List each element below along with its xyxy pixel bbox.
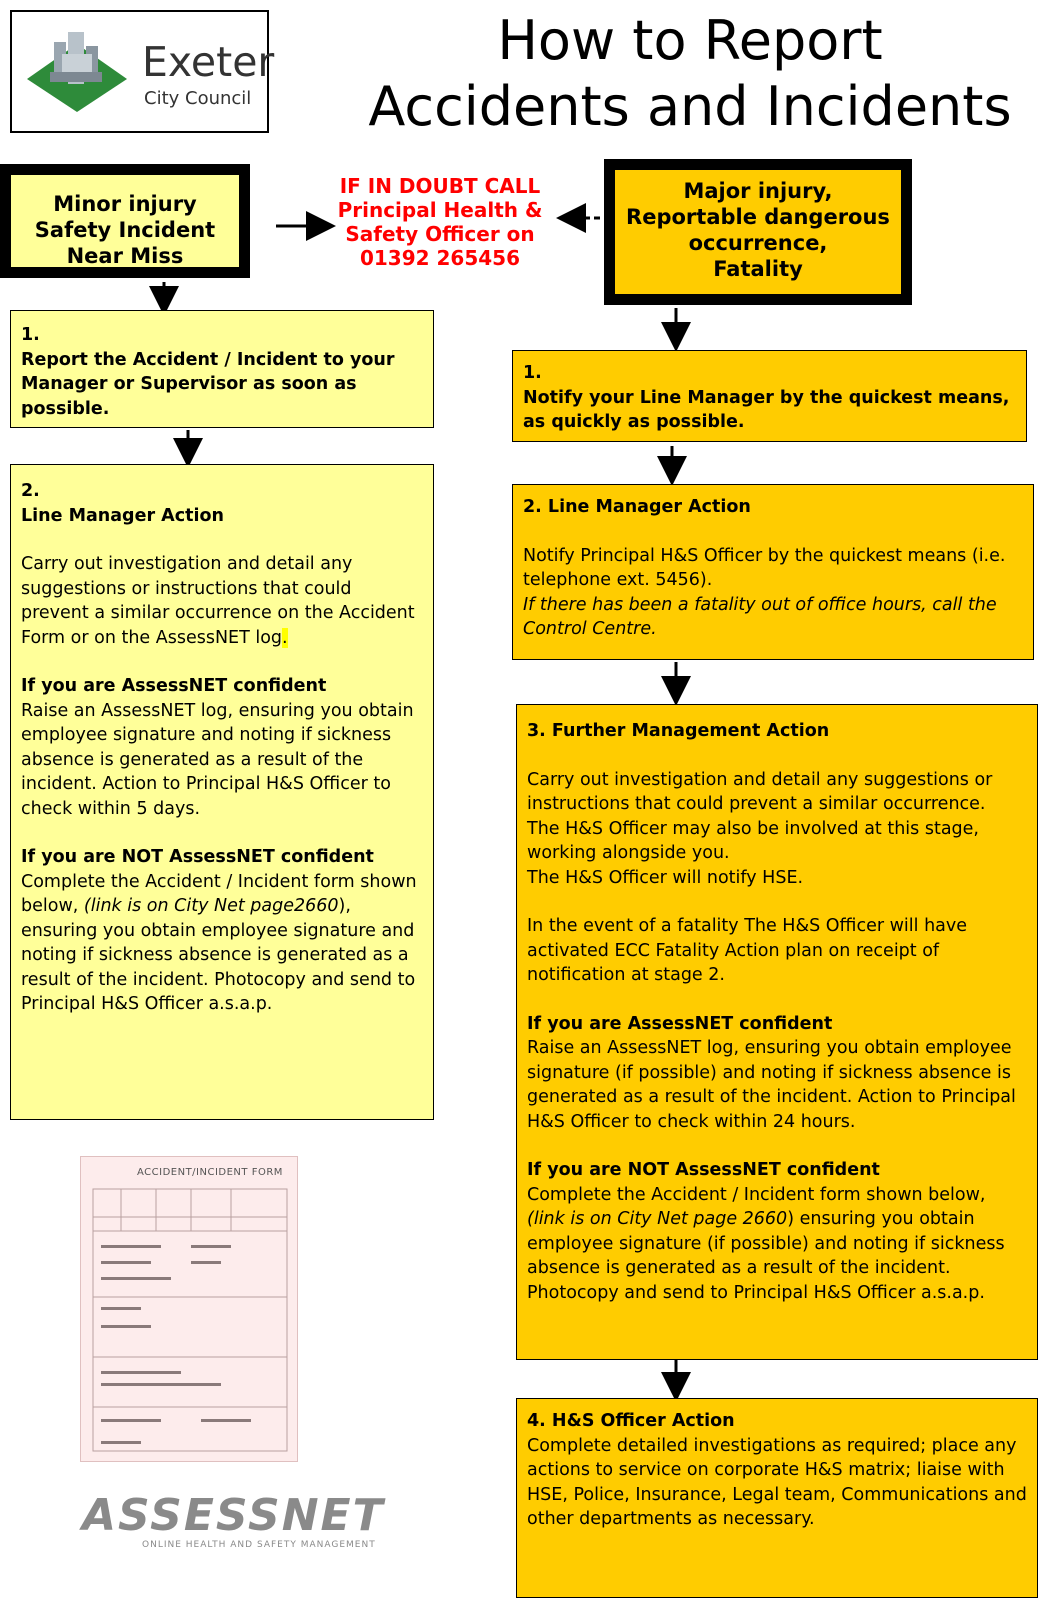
right-step-3-para1: Carry out investigation and detail any s…: [527, 769, 993, 815]
logo-word-exeter: Exeter: [142, 38, 275, 86]
left-confident-heading: If you are AssessNET confident: [21, 676, 327, 696]
right-confident-text: Raise an AssessNET log, ensuring you obt…: [527, 1038, 1016, 1132]
right-step-2-heading: 2. Line Manager Action: [523, 497, 751, 517]
right-step-3-box: 3. Further Management Action Carry out i…: [516, 704, 1038, 1360]
left-confident-text: Raise an AssessNET log, ensuring you obt…: [21, 700, 414, 819]
right-step-3-heading: 3. Further Management Action: [527, 721, 830, 741]
left-not-confident-heading: If you are NOT AssessNET confident: [21, 847, 374, 867]
left-step-2-heading: Line Manager Action: [21, 505, 224, 526]
form-thumbnail-title: ACCIDENT/INCIDENT FORM: [137, 1167, 283, 1178]
major-line-4: Fatality: [713, 257, 803, 281]
building-logo-icon: [27, 32, 127, 112]
right-step-4-text: Complete detailed investigations as requ…: [527, 1435, 1027, 1530]
exeter-logo: Exeter City Council: [10, 10, 274, 133]
city-net-link[interactable]: (link is on City Net page 2660: [527, 1209, 788, 1229]
right-not-confident-text: Complete the Accident / Incident form sh…: [527, 1184, 1005, 1303]
major-line-2: Reportable dangerous: [626, 205, 890, 229]
right-step-2-box: 2. Line Manager Action Notify Principal …: [512, 484, 1034, 660]
left-step-2-number: 2.: [21, 481, 40, 501]
minor-line-3: Near Miss: [66, 244, 184, 268]
right-step-1-number: 1.: [523, 363, 542, 383]
assessnet-logo: ASSESSNET ONLINE HEALTH AND SAFETY MANAG…: [82, 1490, 502, 1560]
right-step-2-text: Notify Principal H&S Officer by the quic…: [523, 545, 1006, 591]
title-line-2: Accidents and Incidents: [368, 75, 1012, 138]
doubt-line-1: IF IN DOUBT CALL: [339, 174, 541, 198]
city-net-link[interactable]: (link is on City Net page2660: [83, 896, 339, 916]
doubt-line-2: Principal Health &: [337, 198, 543, 222]
accident-form-thumbnail: ACCIDENT/INCIDENT FORM: [80, 1156, 298, 1462]
assessnet-brand: ASSESSNET: [82, 1490, 385, 1541]
minor-injury-box: Minor injury Safety Incident Near Miss: [0, 164, 250, 278]
minor-line-2: Safety Incident: [34, 218, 216, 242]
right-step-1-box: 1. Notify your Line Manager by the quick…: [512, 350, 1027, 442]
page-title: How to Report Accidents and Incidents: [330, 8, 1050, 140]
right-step-3-para3: The H&S Officer will notify HSE.: [527, 867, 804, 888]
right-step-2-italic: If there has been a fatality out of offi…: [523, 594, 997, 640]
right-confident-heading: If you are AssessNET confident: [527, 1013, 833, 1034]
right-step-3-para4: In the event of a fatality The H&S Offic…: [527, 916, 968, 985]
doubt-line-3: Safety Officer on: [345, 222, 535, 246]
right-step-3-para2: The H&S Officer may also be involved at …: [527, 818, 979, 864]
major-injury-box: Major injury, Reportable dangerous occur…: [604, 159, 912, 305]
left-step-1-number: 1.: [21, 325, 40, 345]
right-step-4-box: 4. H&S Officer Action Complete detailed …: [516, 1398, 1038, 1598]
right-step-4-heading: 4. H&S Officer Action: [527, 1411, 735, 1431]
left-step-1-text: Report the Accident / Incident to your M…: [21, 349, 395, 419]
assessnet-tagline: ONLINE HEALTH AND SAFETY MANAGEMENT: [142, 1540, 376, 1550]
right-not-confident-heading: If you are NOT AssessNET confident: [527, 1160, 880, 1180]
title-line-1: How to Report: [497, 9, 883, 72]
left-step-2-box: 2. Line Manager Action Carry out investi…: [10, 464, 434, 1120]
minor-line-1: Minor injury: [53, 192, 197, 216]
logo-word-city-council: City Council: [144, 88, 252, 109]
left-step-2-para1: Carry out investigation and detail any s…: [21, 554, 415, 648]
right-step-1-text: Notify your Line Manager by the quickest…: [523, 387, 1010, 433]
left-not-confident-text: Complete the Accident / Incident form sh…: [21, 871, 417, 1015]
doubt-phone-number: 01392 265456: [359, 246, 521, 270]
if-in-doubt-callout: IF IN DOUBT CALL Principal Health & Safe…: [320, 174, 560, 270]
major-line-3: occurrence,: [688, 231, 828, 255]
left-step-1-box: 1. Report the Accident / Incident to you…: [10, 310, 434, 428]
major-line-1: Major injury,: [683, 179, 833, 203]
